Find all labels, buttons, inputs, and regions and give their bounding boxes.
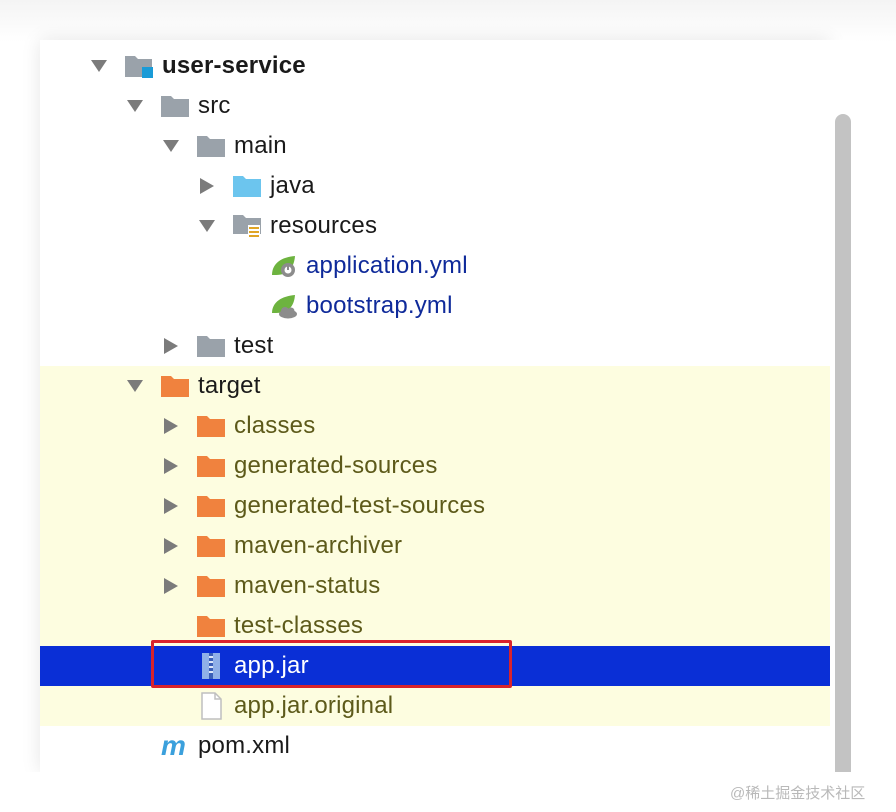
tree-label: src bbox=[198, 92, 231, 119]
folder-icon bbox=[196, 333, 226, 359]
tree-label: generated-test-sources bbox=[234, 492, 486, 519]
scrollbar-thumb[interactable] bbox=[835, 114, 851, 794]
tree-label: app.jar.original bbox=[234, 692, 394, 719]
tree-row-application-yml[interactable]: application.yml bbox=[40, 246, 830, 286]
maven-pom-icon: m bbox=[160, 733, 190, 759]
tree-label: classes bbox=[234, 412, 316, 439]
excluded-folder-icon bbox=[196, 613, 226, 639]
source-folder-icon bbox=[232, 173, 262, 199]
folder-icon bbox=[196, 133, 226, 159]
excluded-folder-icon bbox=[196, 493, 226, 519]
excluded-folder-icon bbox=[196, 413, 226, 439]
chevron-right-icon[interactable] bbox=[162, 577, 180, 595]
tree-label: maven-archiver bbox=[234, 532, 403, 559]
tree-label: resources bbox=[270, 212, 378, 239]
folder-icon bbox=[160, 93, 190, 119]
tree-label: pom.xml bbox=[198, 732, 291, 759]
tree-row-src[interactable]: src bbox=[40, 86, 830, 126]
tree-row-test[interactable]: test bbox=[40, 326, 830, 366]
chevron-down-icon[interactable] bbox=[126, 97, 144, 115]
tree-label: application.yml bbox=[306, 252, 468, 279]
tree-label: user-service bbox=[162, 52, 306, 79]
module-folder-icon bbox=[124, 53, 154, 79]
tree-row-resources[interactable]: resources bbox=[40, 206, 830, 246]
project-tree-panel[interactable]: user-service src main java bbox=[40, 40, 830, 772]
svg-text:m: m bbox=[161, 733, 186, 759]
bottom-margin bbox=[0, 772, 896, 812]
spring-cloud-config-icon bbox=[268, 293, 298, 319]
tree-row-maven-status[interactable]: maven-status bbox=[40, 566, 830, 606]
excluded-folder-icon bbox=[160, 373, 190, 399]
tree-label: main bbox=[234, 132, 287, 159]
tree-label: java bbox=[270, 172, 315, 199]
spring-config-icon bbox=[268, 253, 298, 279]
tree-label: generated-sources bbox=[234, 452, 438, 479]
tree-label: test-classes bbox=[234, 612, 364, 639]
tree-row-generated-test-sources[interactable]: generated-test-sources bbox=[40, 486, 830, 526]
chevron-right-icon[interactable] bbox=[162, 417, 180, 435]
tree-row-user-service[interactable]: user-service bbox=[40, 46, 830, 86]
chevron-right-icon[interactable] bbox=[162, 457, 180, 475]
tree-label: bootstrap.yml bbox=[306, 292, 453, 319]
tree-label: target bbox=[198, 372, 261, 399]
annotation-highlight-box bbox=[151, 640, 512, 688]
excluded-folder-icon bbox=[196, 573, 226, 599]
chevron-right-icon[interactable] bbox=[198, 177, 216, 195]
jar-archive-icon bbox=[196, 653, 226, 679]
chevron-down-icon[interactable] bbox=[126, 377, 144, 395]
tree-row-pom-xml[interactable]: m pom.xml bbox=[40, 726, 830, 766]
tree-row-main[interactable]: main bbox=[40, 126, 830, 166]
tree-label: test bbox=[234, 332, 274, 359]
chevron-right-icon[interactable] bbox=[162, 497, 180, 515]
watermark: @稀土掘金技术社区 bbox=[730, 785, 866, 802]
tree-row-app-jar-original[interactable]: app.jar.original bbox=[40, 686, 830, 726]
chevron-right-icon[interactable] bbox=[162, 337, 180, 355]
top-shadow bbox=[0, 0, 896, 42]
tree-row-bootstrap-yml[interactable]: bootstrap.yml bbox=[40, 286, 830, 326]
tree-row-generated-sources[interactable]: generated-sources bbox=[40, 446, 830, 486]
chevron-right-icon[interactable] bbox=[162, 537, 180, 555]
file-icon bbox=[196, 692, 226, 720]
tree-row-target[interactable]: target bbox=[40, 366, 830, 406]
tree-row-classes[interactable]: classes bbox=[40, 406, 830, 446]
chevron-down-icon[interactable] bbox=[90, 57, 108, 75]
tree-row-test-classes[interactable]: test-classes bbox=[40, 606, 830, 646]
tree-label: app.jar bbox=[234, 652, 309, 679]
tree-row-app-jar[interactable]: app.jar bbox=[40, 646, 830, 686]
chevron-down-icon[interactable] bbox=[198, 217, 216, 235]
resources-folder-icon bbox=[232, 213, 262, 239]
excluded-folder-icon bbox=[196, 453, 226, 479]
chevron-down-icon[interactable] bbox=[162, 137, 180, 155]
tree-row-java[interactable]: java bbox=[40, 166, 830, 206]
excluded-folder-icon bbox=[196, 533, 226, 559]
tree-label: maven-status bbox=[234, 572, 381, 599]
tree-row-maven-archiver[interactable]: maven-archiver bbox=[40, 526, 830, 566]
